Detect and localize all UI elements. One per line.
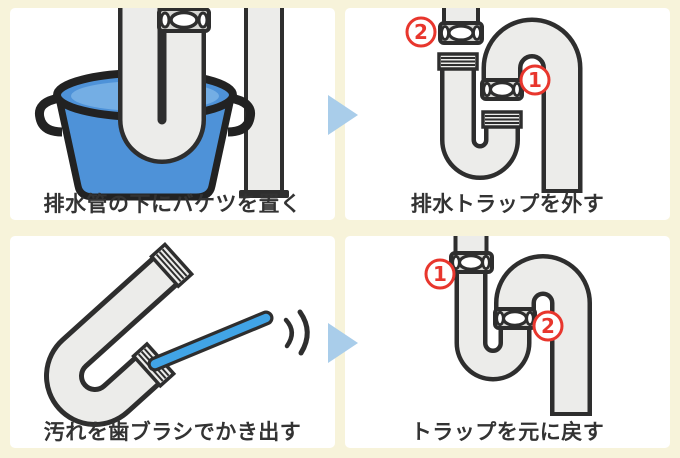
step-caption: 排水トラップを外す bbox=[410, 191, 605, 216]
trap-removed-illustration: 2 1 bbox=[405, 8, 583, 193]
next-step-arrow-icon bbox=[328, 95, 358, 135]
bucket-handle-left bbox=[34, 93, 63, 137]
step-panel-reattach-trap: 1 2 トラップを元に戻す bbox=[345, 236, 670, 448]
pipe-threads-right bbox=[481, 110, 523, 129]
step-marker-2: 2 bbox=[405, 16, 437, 48]
step-panel-place-bucket: 排水管の下にバケツを置く bbox=[10, 8, 335, 220]
step-caption: トラップを元に戻す bbox=[410, 419, 605, 444]
wall-pipe bbox=[239, 8, 289, 198]
pipe-floor-flange bbox=[239, 190, 289, 198]
bucket-handle-right bbox=[227, 93, 256, 137]
outlet-pipe bbox=[481, 17, 583, 193]
coupling-nut-lower bbox=[480, 78, 524, 101]
toothbrush bbox=[147, 310, 274, 372]
coupling-nut-upper bbox=[438, 21, 484, 45]
step-panel-brush-clean: 汚れを歯ブラシでかき出す bbox=[10, 236, 335, 448]
pipe-threads-top bbox=[437, 52, 479, 71]
coupling-nut-upper bbox=[449, 251, 494, 274]
coupling-nut bbox=[157, 8, 211, 33]
detached-trap-pipe bbox=[437, 52, 523, 180]
next-step-arrow-icon bbox=[328, 323, 358, 363]
drain-trap-pipe bbox=[118, 8, 211, 164]
step-marker-1: 1 bbox=[519, 64, 551, 96]
motion-lines bbox=[283, 309, 310, 356]
outlet-pipe bbox=[494, 254, 592, 416]
detached-trap-pipe bbox=[44, 241, 195, 427]
svg-text:2: 2 bbox=[414, 20, 428, 44]
step-marker-1: 1 bbox=[424, 258, 456, 290]
svg-text:1: 1 bbox=[433, 262, 447, 286]
toothbrush-cleaning-illustration bbox=[44, 241, 310, 427]
inlet-stub-pipe bbox=[438, 8, 484, 45]
bucket-under-pipe-illustration bbox=[34, 8, 289, 201]
drain-trap-pipe bbox=[449, 236, 537, 382]
coupling-nut-lower bbox=[493, 307, 537, 330]
step-panel-remove-trap: 2 1 排水トラップを外す bbox=[345, 8, 670, 220]
svg-text:2: 2 bbox=[541, 314, 555, 338]
step-caption: 汚れを歯ブラシでかき出す bbox=[43, 419, 302, 444]
step-caption: 排水管の下にバケツを置く bbox=[43, 191, 302, 216]
svg-text:1: 1 bbox=[528, 68, 542, 92]
step-marker-2: 2 bbox=[532, 310, 564, 342]
trap-reassembled-illustration: 1 2 bbox=[424, 236, 592, 416]
pipe-threads-long-end bbox=[149, 241, 195, 289]
